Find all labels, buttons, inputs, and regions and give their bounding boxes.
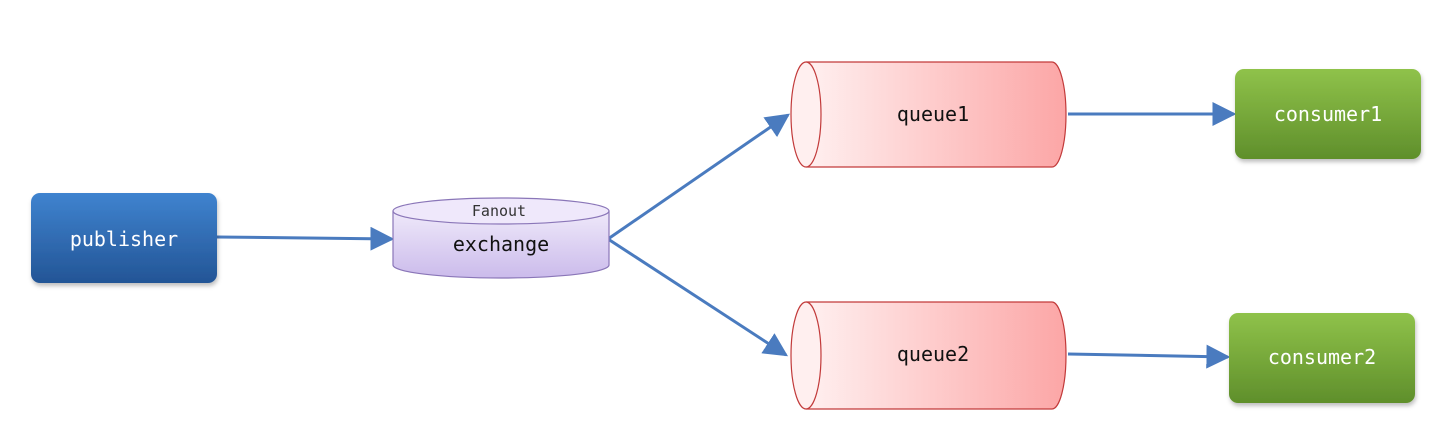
consumer2-node: consumer2 [1229,313,1415,403]
queue1-label: queue1 [897,102,969,126]
queue2-node: queue2 [790,301,1067,410]
consumer1-label: consumer1 [1274,102,1382,126]
publisher-label: publisher [70,227,178,251]
edge-publisher-exchange [216,226,395,251]
queue2-cylinder-end [790,301,822,410]
exchange-cylinder-top [392,197,610,225]
edge-exchange-queue2 [607,237,789,357]
queue2-label: queue2 [897,342,969,366]
edges [216,102,1237,369]
publisher-box [31,193,217,283]
queue1-node: queue1 [790,61,1067,168]
exchange-type-label: Fanout [472,202,526,220]
consumer1-box [1235,69,1421,159]
queue1-cylinder-end [790,61,822,168]
exchange-cylinder-body [392,211,610,279]
exchange-node: Fanout exchange [392,197,610,279]
edge-queue2-consumer2 [1067,344,1231,369]
consumer1-node: consumer1 [1235,69,1421,159]
consumer2-box [1229,313,1415,403]
publisher-node: publisher [31,193,217,283]
exchange-label: exchange [453,232,549,256]
queue1-cylinder-body [806,61,1067,168]
consumer2-label: consumer2 [1268,345,1376,369]
edge-exchange-queue1 [607,113,790,241]
queue2-cylinder-body [806,301,1067,410]
